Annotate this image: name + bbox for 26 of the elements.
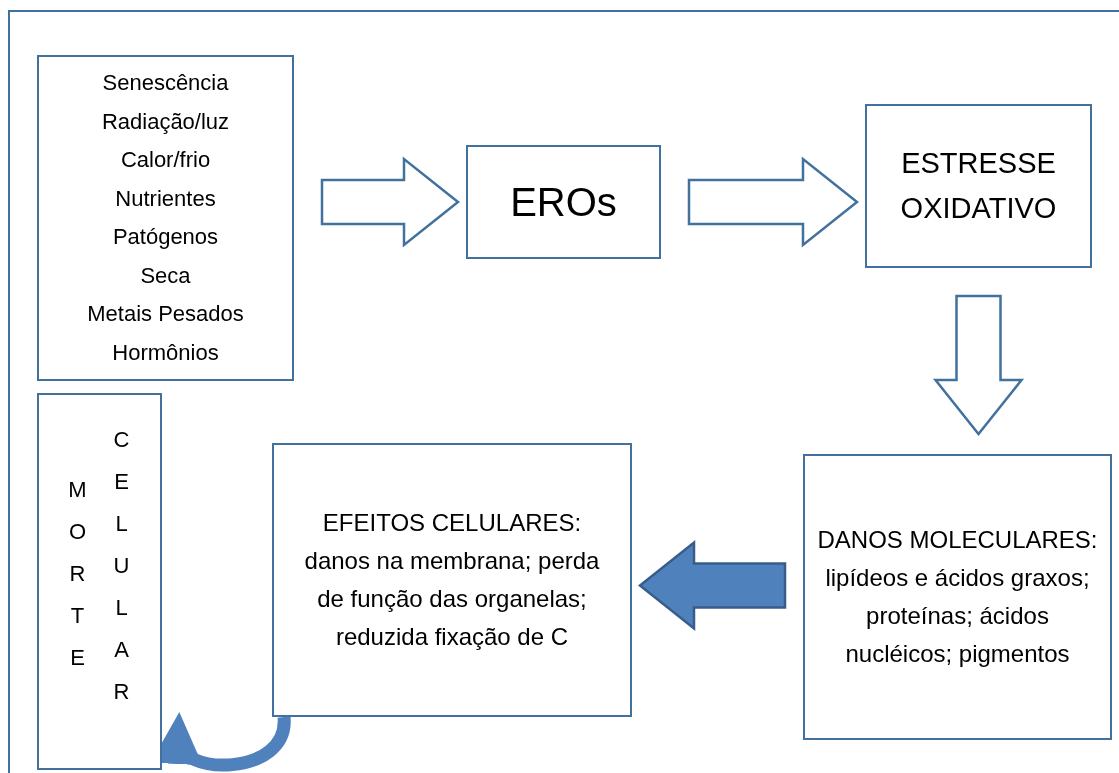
block-arrow — [638, 539, 787, 632]
list-item: Radiação/luz — [101, 107, 230, 136]
box-text: danos na membrana; perda de função das organelas; reduzida fixação de C — [303, 546, 601, 652]
vertical-label: MORTE — [67, 476, 88, 672]
block-arrow — [320, 156, 460, 248]
box-text: EROs — [510, 179, 617, 226]
block-arrow — [687, 156, 859, 248]
list-item: Seca — [140, 261, 191, 290]
process-box — [37, 393, 162, 770]
list-item: Hormônios — [112, 338, 219, 367]
list-item: Metais Pesados — [87, 300, 244, 328]
list-item: Senescência — [102, 69, 229, 97]
block-arrow — [932, 294, 1025, 436]
box-heading: DANOS MOLECULARES: — [817, 525, 1098, 555]
vertical-label: CELULAR — [112, 426, 131, 706]
box-text: lipídeos e ácidos graxos; proteínas; ácidos nucléicos; pigmentos — [824, 563, 1091, 669]
box-heading: EFEITOS CELULARES: — [322, 508, 582, 538]
box-text: ESTRESSE OXIDATIVO — [899, 146, 1058, 226]
process-box — [37, 55, 294, 381]
process-box — [466, 145, 661, 259]
process-box — [865, 104, 1092, 268]
list-item: Nutrientes — [115, 184, 216, 213]
process-box — [272, 443, 632, 717]
list-item: Patógenos — [112, 223, 219, 251]
list-item: Calor/frio — [120, 146, 211, 174]
process-box — [803, 454, 1112, 740]
